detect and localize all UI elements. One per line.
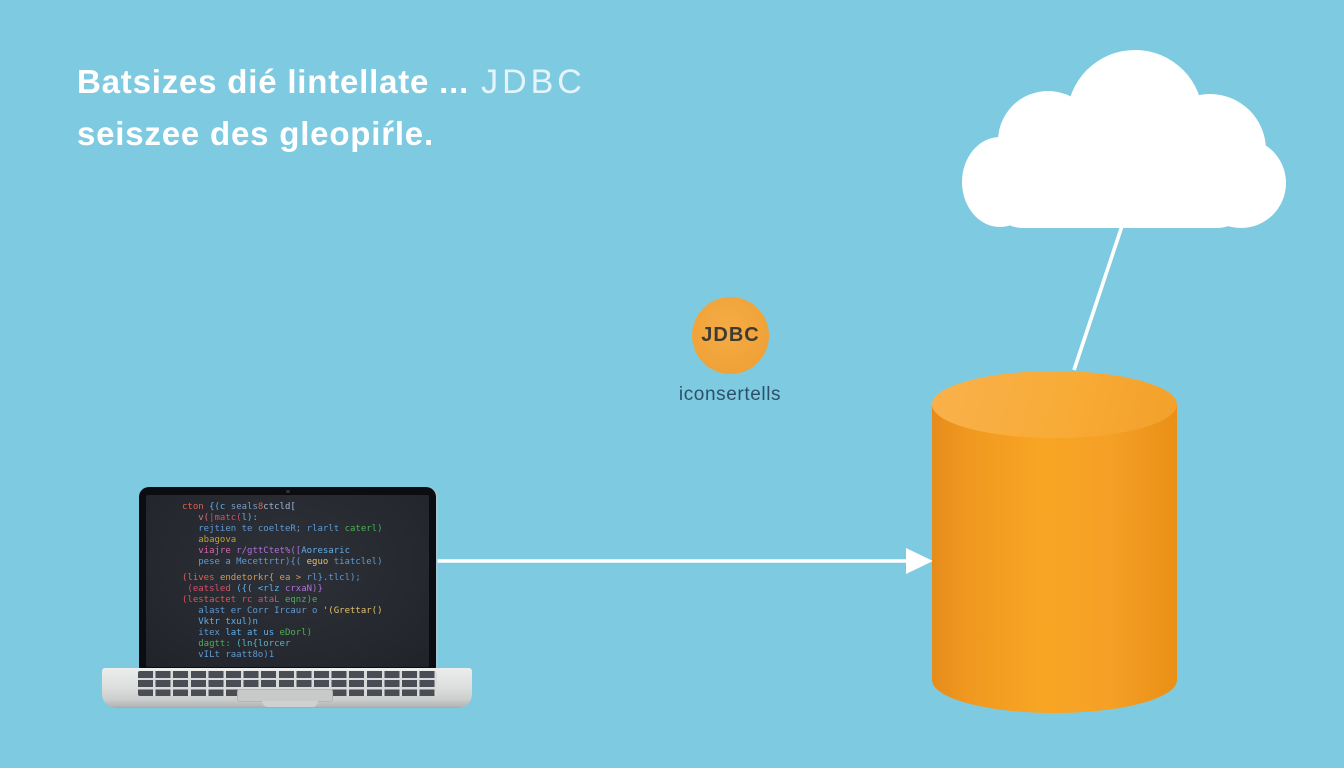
headline-line-1-main: Batsizes dié lintellate ... bbox=[77, 63, 470, 100]
laptop-trackpad bbox=[237, 689, 333, 702]
headline-line-2: seiszee des gleopiŕle. bbox=[77, 115, 434, 152]
code-block: cton {(c seals8ctcld[ v(|matc(l): rejtie… bbox=[182, 502, 383, 660]
cloud-icon bbox=[962, 50, 1286, 228]
laptop-base-notch bbox=[262, 701, 318, 707]
webcam-icon bbox=[285, 490, 290, 493]
headline-line-1: Batsizes dié lintellate ... JDBC bbox=[77, 56, 586, 108]
jdbc-badge-label: JDBC bbox=[701, 324, 760, 346]
laptop-db-arrow bbox=[437, 548, 933, 574]
cylinder-top bbox=[932, 371, 1177, 438]
cylinder-body bbox=[932, 404, 1177, 680]
cloud-db-connector-line bbox=[1072, 225, 1124, 371]
headline: Batsizes dié lintellate ... JDBC seiszee … bbox=[77, 56, 586, 160]
laptop-screen: cton {(c seals8ctcld[ v(|matc(l): rejtie… bbox=[139, 487, 436, 669]
laptop-base bbox=[102, 668, 472, 708]
laptop-display: cton {(c seals8ctcld[ v(|matc(l): rejtie… bbox=[146, 495, 429, 667]
jdbc-caption: iconsertells bbox=[678, 384, 782, 405]
jdbc-badge: JDBC bbox=[692, 297, 769, 374]
headline-jdbc-text: JDBC bbox=[481, 63, 586, 101]
